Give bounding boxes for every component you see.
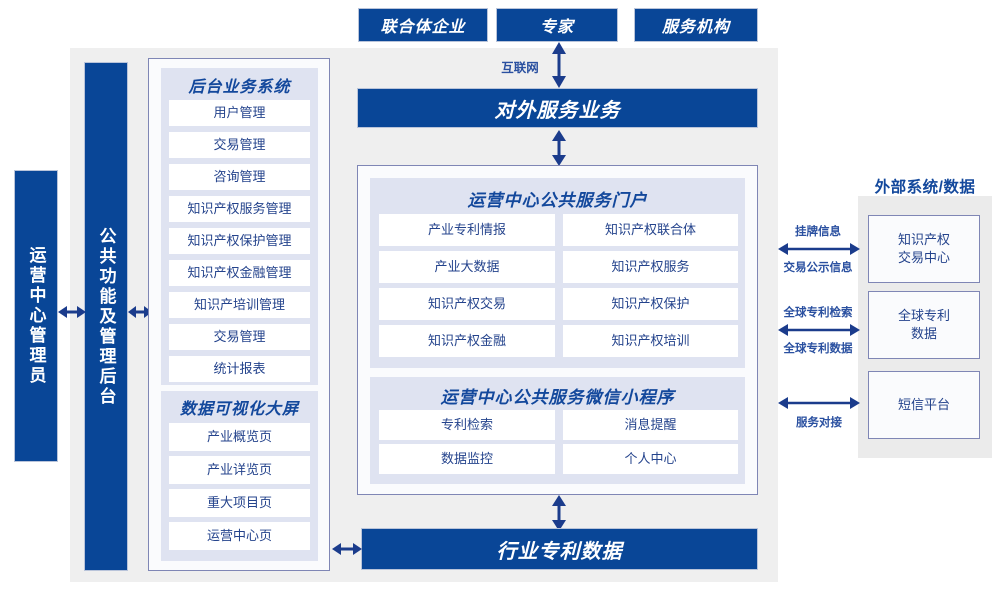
portal-item-right-0[interactable]: 知识产权联合体 <box>563 214 738 246</box>
external-system-ip-trading-center-line2: 交易中心 <box>897 250 950 265</box>
portal-item-left-1[interactable]: 产业大数据 <box>379 251 555 283</box>
dataviz-item-2[interactable]: 重大项目页 <box>169 489 310 517</box>
external-service-bar[interactable]: 对外服务业务 <box>357 88 758 128</box>
backend-item-2[interactable]: 咨询管理 <box>169 164 310 190</box>
external-system-sms-platform-line1: 短信平台 <box>897 397 950 413</box>
backend-item-3[interactable]: 知识产权服务管理 <box>169 196 310 222</box>
external-system-global-patent-data-line1: 全球专利 <box>897 308 950 324</box>
module-common-functions-backend-label: 公共功能及管理后台 <box>96 226 116 407</box>
internet-label: 互联网 <box>501 60 539 75</box>
backend-business-system-title: 后台业务系统 <box>188 79 291 96</box>
actor-box-expert[interactable]: 专家 <box>496 8 618 42</box>
backend-item-0[interactable]: 用户管理 <box>169 100 310 126</box>
portal-item-left-0[interactable]: 产业专利情报 <box>379 214 555 246</box>
backend-item-8[interactable]: 统计报表 <box>169 356 310 382</box>
backend-item-4[interactable]: 知识产权保护管理 <box>169 228 310 254</box>
backend-item-5[interactable]: 知识产权金融管理 <box>169 260 310 286</box>
portal-item-right-2[interactable]: 知识产权保护 <box>563 288 738 320</box>
module-common-functions-backend[interactable]: 公共功能及管理后台 <box>84 62 128 571</box>
external-system-sms-platform[interactable]: 短信平台 <box>868 371 980 439</box>
industry-patent-data-bar[interactable]: 行业专利数据 <box>361 528 758 570</box>
miniprogram-title: 运营中心公共服务微信小程序 <box>440 387 675 407</box>
actor-box-service-agency[interactable]: 服务机构 <box>634 8 758 42</box>
portal-item-left-3[interactable]: 知识产权金融 <box>379 325 555 357</box>
industry-patent-data-bar-label: 行业专利数据 <box>496 540 623 563</box>
connector-label-global-patent-data: 全球专利数据 <box>783 343 853 355</box>
external-system-global-patent-data[interactable]: 全球专利 数据 <box>868 291 980 359</box>
dataviz-item-1[interactable]: 产业详览页 <box>169 456 310 484</box>
connector-label-service-docking: 服务对接 <box>796 417 842 429</box>
portal-item-right-1[interactable]: 知识产权服务 <box>563 251 738 283</box>
dataviz-item-0[interactable]: 产业概览页 <box>169 423 310 451</box>
actor-box-service-agency-label: 服务机构 <box>661 19 730 36</box>
actor-box-consortium-label: 联合体企业 <box>380 19 466 36</box>
miniprogram-item-left-0[interactable]: 专利检索 <box>379 410 555 440</box>
external-service-bar-label: 对外服务业务 <box>494 99 621 122</box>
role-operations-center-admin-label: 运营中心管理员 <box>26 246 46 386</box>
external-system-ip-trading-center-line1: 知识产权 <box>897 232 950 248</box>
miniprogram-item-right-1[interactable]: 个人中心 <box>563 444 738 474</box>
actor-box-consortium[interactable]: 联合体企业 <box>358 8 488 42</box>
miniprogram-item-right-0[interactable]: 消息提醒 <box>563 410 738 440</box>
actor-box-expert-label: 专家 <box>539 19 574 36</box>
arrow-external-global-patent <box>778 324 860 336</box>
backend-item-6[interactable]: 知识产培训管理 <box>169 292 310 318</box>
portal-item-right-3[interactable]: 知识产权培训 <box>563 325 738 357</box>
external-systems-title: 外部系统/数据 <box>874 179 976 196</box>
arrow-external-ip-trading <box>778 243 860 255</box>
dataviz-item-3[interactable]: 运营中心页 <box>169 522 310 550</box>
miniprogram-item-left-1[interactable]: 数据监控 <box>379 444 555 474</box>
backend-item-1[interactable]: 交易管理 <box>169 132 310 158</box>
portal-item-left-2[interactable]: 知识产权交易 <box>379 288 555 320</box>
backend-item-7[interactable]: 交易管理 <box>169 324 310 350</box>
external-system-ip-trading-center[interactable]: 知识产权 交易中心 <box>868 215 980 283</box>
data-visualization-title: 数据可视化大屏 <box>179 401 299 418</box>
external-system-global-patent-data-line2: 数据 <box>910 326 937 341</box>
role-operations-center-admin[interactable]: 运营中心管理员 <box>14 170 58 462</box>
public-service-portal-title: 运营中心公共服务门户 <box>467 190 648 210</box>
connector-label-listing-info: 挂牌信息 <box>795 226 841 238</box>
connector-label-global-patent-search: 全球专利检索 <box>783 307 853 319</box>
connector-label-trade-public-info: 交易公示信息 <box>783 262 853 274</box>
arrow-external-sms-platform <box>778 397 860 409</box>
